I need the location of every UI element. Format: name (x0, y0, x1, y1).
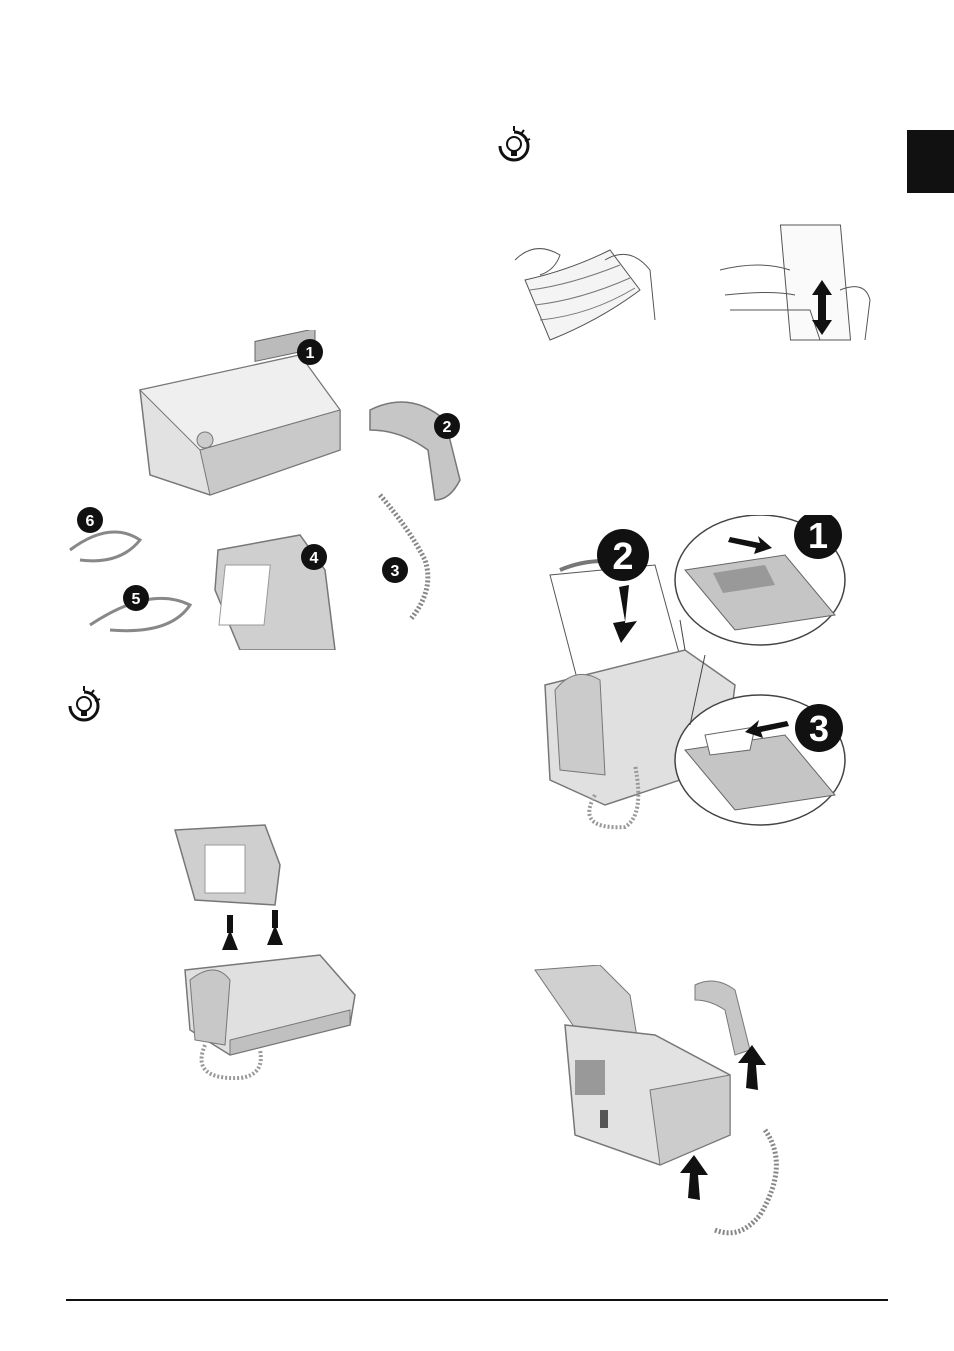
handset-cord-drawing (380, 495, 428, 620)
callout-3: 3 (382, 557, 408, 583)
handset-connection-illustration (530, 965, 790, 1255)
tip-icon (494, 124, 534, 166)
svg-text:2: 2 (612, 536, 633, 578)
svg-text:5: 5 (132, 591, 141, 608)
tray-insertion-illustration (170, 820, 370, 1080)
phone-cable-drawing (70, 532, 140, 561)
step-2: 2 (597, 529, 649, 581)
callout-4: 4 (301, 544, 327, 570)
step-3: 3 (795, 704, 843, 752)
chapter-tab-marker (907, 130, 954, 193)
box-contents-illustration: 1 2 3 4 5 6 (50, 330, 470, 650)
svg-text:1: 1 (808, 515, 828, 556)
callout-5: 5 (123, 585, 149, 611)
callout-2: 2 (434, 413, 460, 439)
svg-text:3: 3 (809, 708, 829, 749)
callout-1: 1 (297, 339, 323, 365)
svg-text:4: 4 (310, 550, 319, 567)
svg-text:2: 2 (443, 419, 452, 436)
footer-rule (66, 1299, 888, 1301)
tip-icon (64, 684, 104, 726)
paper-insert-illustration: 1 2 3 (535, 515, 855, 835)
callout-6: 6 (77, 507, 103, 533)
svg-text:6: 6 (86, 513, 95, 530)
paper-fanning-illustration (510, 220, 880, 350)
svg-text:3: 3 (391, 563, 400, 580)
svg-text:1: 1 (306, 345, 315, 362)
